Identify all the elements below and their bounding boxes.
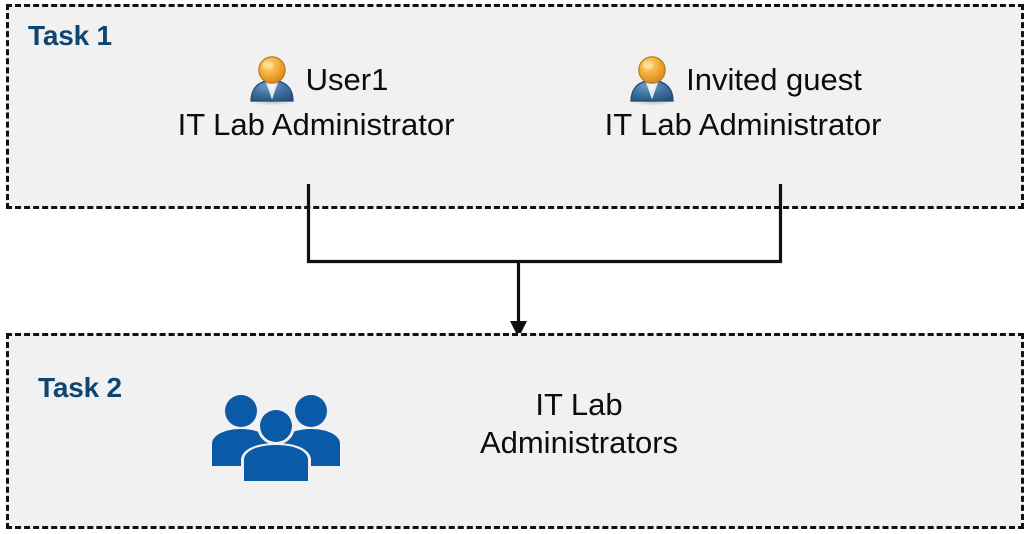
user-icon: [624, 54, 680, 106]
task-2-container: [6, 333, 1024, 529]
group-name-line-2: Administrators: [479, 424, 679, 460]
member-name: Invited guest: [686, 62, 862, 98]
user-icon: [244, 54, 300, 106]
user-group-icon: [206, 388, 346, 488]
task-1-container: [6, 4, 1024, 209]
task-2-label: Task 2: [38, 372, 122, 403]
member-name-row: Invited guest: [540, 54, 946, 106]
member-name: User1: [305, 62, 389, 98]
member-role: IT Lab Administrator: [604, 107, 882, 142]
member-role: IT Lab Administrator: [177, 107, 455, 142]
task-1-member-user1: User1 IT Lab Administrator: [130, 54, 502, 144]
member-name-row: User1: [130, 54, 502, 106]
task-1-member-invited-guest: Invited guest IT Lab Administrator: [540, 54, 946, 144]
task-1-label: Task 1: [28, 20, 112, 51]
group-name-line-1: IT Lab: [535, 387, 623, 422]
task-2-group-label: IT Lab Administrators: [394, 386, 764, 462]
